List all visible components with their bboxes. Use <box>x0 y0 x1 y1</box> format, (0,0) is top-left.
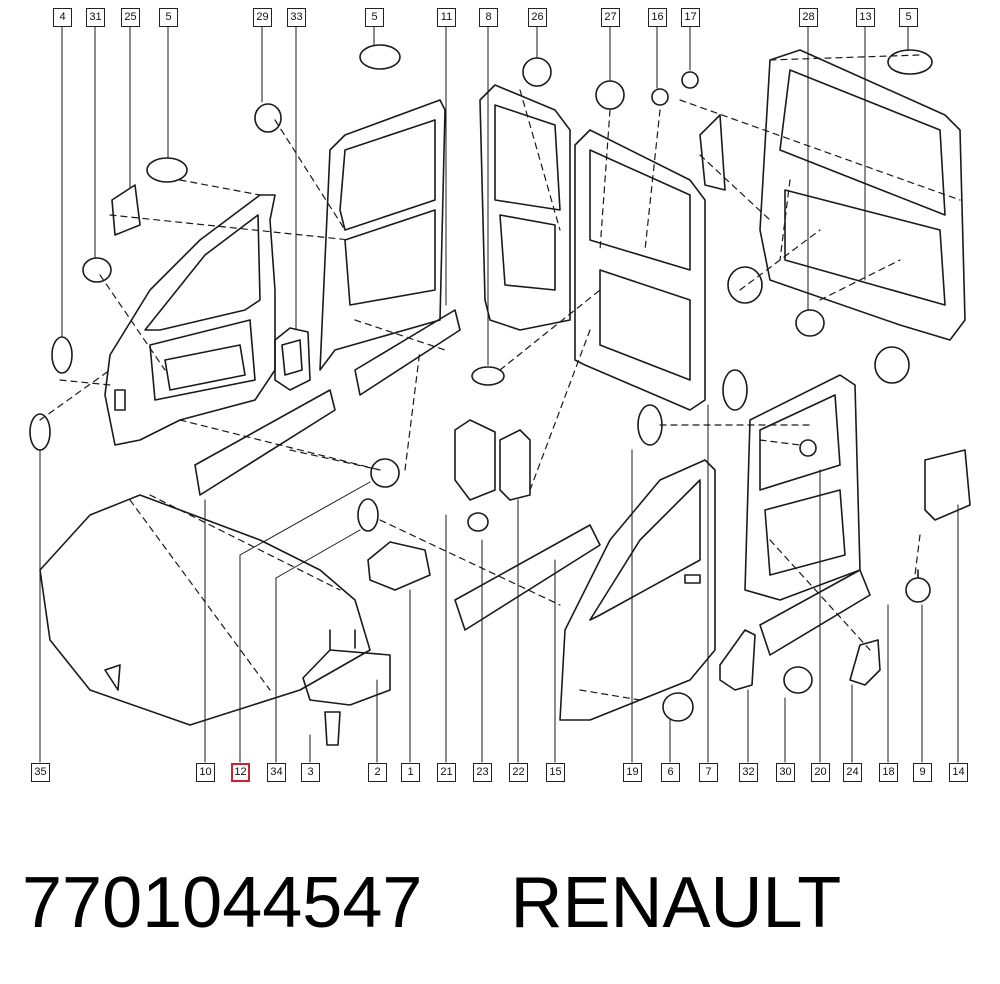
top-leader-lines <box>61 25 909 366</box>
callout-label: 10 <box>196 763 215 782</box>
callout-label: 33 <box>287 8 306 27</box>
callout-label: 19 <box>623 763 642 782</box>
callout-label: 15 <box>546 763 565 782</box>
sliding-door-right <box>574 129 706 411</box>
callout-label: 1 <box>401 763 420 782</box>
assembly-lines <box>39 54 961 701</box>
callout-label: 25 <box>121 8 140 27</box>
callout-label: 11 <box>437 8 456 27</box>
callout-label: 17 <box>681 8 700 27</box>
callout-label: 22 <box>509 763 528 782</box>
callout-label: 34 <box>267 763 286 782</box>
brand-name: RENAULT <box>510 863 842 943</box>
sill-rails <box>194 309 871 656</box>
door-check-panel <box>274 327 311 391</box>
callout-label: 13 <box>856 8 875 27</box>
front-left-door <box>104 194 276 446</box>
callout-label: 31 <box>86 8 105 27</box>
front-right-door <box>559 459 716 721</box>
callout-label: 5 <box>159 8 178 27</box>
callout-label: 30 <box>776 763 795 782</box>
callout-label: 23 <box>473 763 492 782</box>
callout-label: 5 <box>899 8 918 27</box>
callout-label: 21 <box>437 763 456 782</box>
exploded-parts-diagram <box>29 25 971 763</box>
callout-label: 9 <box>913 763 932 782</box>
callout-label: 35 <box>31 763 50 782</box>
callout-label: 4 <box>53 8 72 27</box>
callout-label: 32 <box>739 763 758 782</box>
callout-label: 26 <box>528 8 547 27</box>
callout-label: 18 <box>879 763 898 782</box>
callout-label: 7 <box>699 763 718 782</box>
callout-label: 29 <box>253 8 272 27</box>
callout-label: 2 <box>368 763 387 782</box>
callout-label: 27 <box>601 8 620 27</box>
callout-label: 5 <box>365 8 384 27</box>
rear-right-door <box>744 374 861 601</box>
callout-label: 24 <box>843 763 862 782</box>
tailgate <box>759 49 966 341</box>
callout-label: 8 <box>479 8 498 27</box>
callout-label: 20 <box>811 763 830 782</box>
caption: 7701044547 RENAULT <box>22 858 922 948</box>
sliding-door-left <box>479 84 571 331</box>
small-parts <box>29 44 971 746</box>
callout-label: 16 <box>648 8 667 27</box>
callout-label: 3 <box>301 763 320 782</box>
rear-door-panel <box>319 99 446 371</box>
callout-label: 6 <box>661 763 680 782</box>
callout-label-highlighted: 12 <box>231 763 250 782</box>
part-number: 7701044547 <box>22 863 423 943</box>
bottom-leader-lines <box>39 404 959 763</box>
callout-label: 14 <box>949 763 968 782</box>
bonnet <box>39 494 371 726</box>
callout-label: 28 <box>799 8 818 27</box>
